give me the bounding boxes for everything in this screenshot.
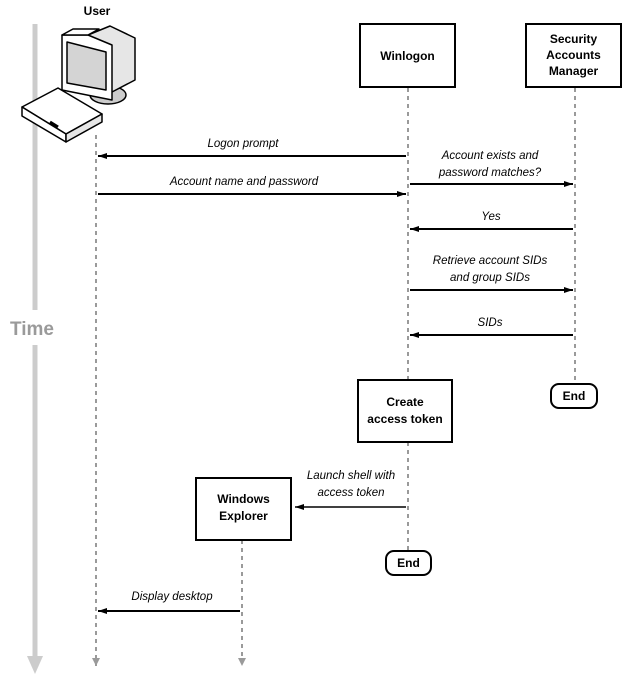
message-label-line-1: Retrieve account SIDs — [433, 255, 548, 267]
message-label: Logon prompt — [208, 138, 280, 150]
message-label-line-1: Launch shell with — [307, 470, 395, 482]
sam-label-line-1: Security — [550, 32, 598, 46]
message-label: Display desktop — [131, 591, 213, 603]
message-retrieve-sids: Retrieve account SIDs and group SIDs — [410, 255, 573, 293]
explorer-actor-box: Windows Explorer — [195, 477, 292, 541]
message-account-name-password: Account name and password — [98, 176, 406, 197]
message-label: Account name and password — [169, 176, 319, 188]
message-label-line-2: access token — [317, 487, 384, 499]
explorer-label-line-2: Explorer — [219, 509, 268, 523]
time-axis: Time — [10, 24, 54, 674]
computer-icon — [21, 25, 136, 143]
message-label-line-1: Account exists and — [441, 150, 539, 162]
sam-end-terminator: End — [550, 383, 598, 409]
message-label-line-2: password matches? — [438, 167, 542, 179]
sam-end-label: End — [563, 389, 586, 403]
sam-actor-box: Security Accounts Manager — [525, 23, 622, 88]
message-label: SIDs — [478, 317, 503, 329]
winlogon-end-label: End — [397, 556, 420, 570]
time-axis-arrowhead — [27, 656, 43, 674]
message-yes: Yes — [410, 211, 573, 232]
process-label-line-2: access token — [367, 412, 442, 426]
message-account-exists: Account exists and password matches? — [410, 150, 573, 187]
user-label: User — [84, 4, 111, 18]
winlogon-actor-box: Winlogon — [359, 23, 456, 88]
message-label-line-2: and group SIDs — [450, 272, 530, 284]
lifelines — [92, 88, 576, 666]
message-display-desktop: Display desktop — [98, 591, 240, 614]
message-logon-prompt: Logon prompt — [98, 138, 406, 159]
winlogon-label: Winlogon — [380, 49, 435, 63]
create-access-token-box: Create access token — [357, 379, 453, 443]
process-label-line-1: Create — [386, 395, 424, 409]
winlogon-end-terminator: End — [385, 550, 432, 576]
message-sids: SIDs — [410, 317, 573, 338]
sam-label-line-2: Accounts — [546, 48, 601, 62]
sam-label-line-3: Manager — [549, 64, 599, 78]
message-label: Yes — [481, 211, 500, 223]
message-launch-shell: Launch shell with access token — [295, 470, 406, 510]
time-label: Time — [10, 319, 54, 340]
explorer-label-line-1: Windows — [217, 492, 270, 506]
